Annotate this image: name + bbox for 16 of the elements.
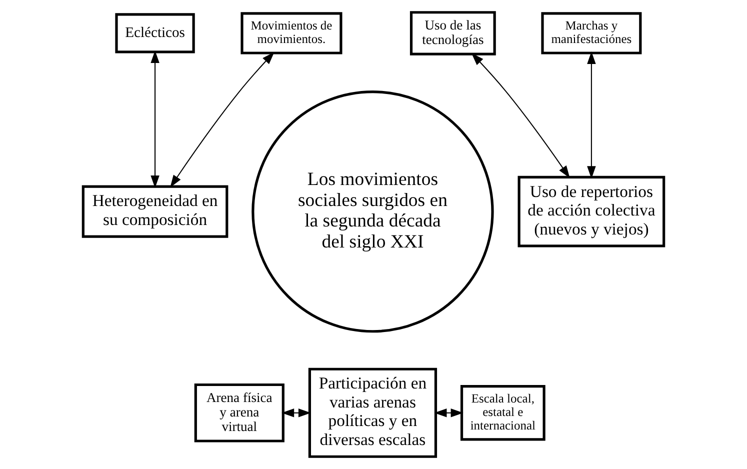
- node-box: Uso de las tecnologías: [410, 11, 496, 56]
- arrow: [471, 52, 570, 178]
- node-box: Participación en varias arenas políticas y en diversas escalas: [308, 368, 438, 458]
- node-box: Uso de repertorios de acción colectiva (nuevos y viejos): [518, 176, 666, 248]
- arrow: [150, 50, 160, 188]
- node-box: Movimientos de movimientos.: [240, 12, 342, 54]
- arrow: [434, 408, 464, 418]
- arrow: [587, 52, 596, 179]
- node-box: Heterogeneidad en su composición: [82, 185, 228, 238]
- node-box: Marchas y manifestaciónes: [541, 12, 642, 54]
- node-box: Escala local, estatal e internacional: [460, 385, 546, 441]
- node-box: Eclécticos: [115, 13, 195, 54]
- node-box: Arena física y arena virtual: [194, 383, 284, 442]
- arrow: [282, 408, 311, 418]
- arrow: [170, 52, 274, 188]
- node-circle: Los movimientos sociales surgidos en la segunda década del siglo XXI: [252, 90, 494, 333]
